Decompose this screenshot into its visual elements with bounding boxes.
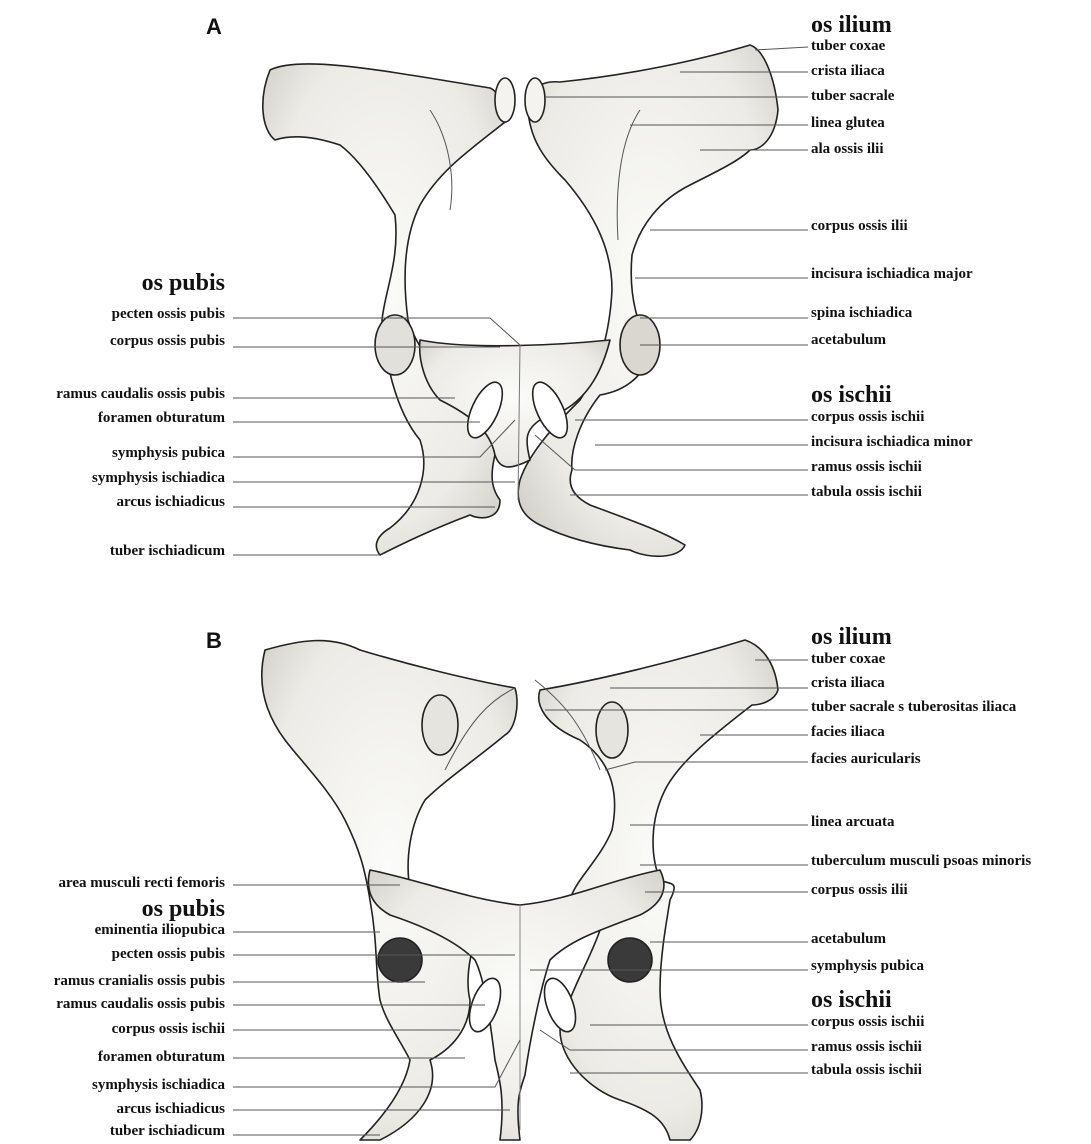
label-b-facies-auricularis: facies auricularis bbox=[811, 751, 921, 768]
label-a-ramus-ossis-ischii: ramus ossis ischii bbox=[811, 459, 922, 476]
panel-a-left-tuber-sacrale bbox=[495, 78, 515, 122]
label-a-tuber-coxae: tuber coxae bbox=[811, 38, 885, 55]
label-b-corpus-ossis-ischii: corpus ossis ischii bbox=[811, 1014, 924, 1031]
label-a-tuber-ischiadicum: tuber ischiadicum bbox=[110, 543, 225, 560]
label-a-arcus-ischiadicus: arcus ischiadicus bbox=[117, 494, 226, 511]
label-a-symphysis-ischiadica: symphysis ischiadica bbox=[92, 470, 225, 487]
label-a-incisura-major: incisura ischiadica major bbox=[811, 266, 973, 283]
label-b-area-recti-femoris: area musculi recti femoris bbox=[59, 875, 225, 892]
label-a-ramus-caudalis: ramus caudalis ossis pubis bbox=[56, 386, 225, 403]
label-a-tabula-ossis-ischii: tabula ossis ischii bbox=[811, 484, 922, 501]
label-b-corpus-ossis-ilii: corpus ossis ilii bbox=[811, 882, 908, 899]
label-b-tuber-sacrale: tuber sacrale s tuberositas iliaca bbox=[811, 699, 1016, 716]
label-b-acetabulum: acetabulum bbox=[811, 931, 886, 948]
label-b-symphysis-ischiadica: symphysis ischiadica bbox=[92, 1077, 225, 1094]
label-a-corpus-ossis-pubis: corpus ossis pubis bbox=[110, 333, 225, 350]
label-a-foramen-obturatum: foramen obturatum bbox=[98, 410, 225, 427]
label-a-pecten-ossis-pubis: pecten ossis pubis bbox=[112, 306, 225, 323]
label-b-eminentia-iliopubica: eminentia iliopubica bbox=[95, 922, 225, 939]
panel-a-right-tuber-sacrale bbox=[525, 78, 545, 122]
panel-a-left-hipbone bbox=[263, 64, 505, 555]
panel-b-right-acetabulum bbox=[608, 938, 652, 982]
label-b-tuber-coxae: tuber coxae bbox=[811, 651, 885, 668]
label-a-linea-glutea: linea glutea bbox=[811, 115, 885, 132]
label-a-os-pubis: os pubis bbox=[142, 270, 225, 296]
label-b-tabula-ossis-ischii: tabula ossis ischii bbox=[811, 1062, 922, 1079]
label-a-crista-iliaca: crista iliaca bbox=[811, 63, 885, 80]
label-b-corpus-ossis-ischii: corpus ossis ischii bbox=[112, 1021, 225, 1038]
label-b-ramus-ossis-ischii: ramus ossis ischii bbox=[811, 1039, 922, 1056]
label-b-symphysis-pubica: symphysis pubica bbox=[811, 958, 924, 975]
label-b-pecten-ossis-pubis: pecten ossis pubis bbox=[112, 946, 225, 963]
label-b-os-ischii: os ischii bbox=[811, 987, 892, 1013]
label-b-linea-arcuata: linea arcuata bbox=[811, 814, 894, 831]
label-a-os-ilium: os ilium bbox=[811, 12, 892, 38]
label-b-crista-iliaca: crista iliaca bbox=[811, 675, 885, 692]
label-a-ala-ossis-ilii: ala ossis ilii bbox=[811, 141, 884, 158]
label-b-arcus-ischiadicus: arcus ischiadicus bbox=[117, 1101, 226, 1118]
label-b-ramus-cranialis: ramus cranialis ossis pubis bbox=[54, 973, 225, 990]
label-a-os-ischii: os ischii bbox=[811, 382, 892, 408]
label-b-foramen-obturatum: foramen obturatum bbox=[98, 1049, 225, 1066]
panel-a-left-acetabulum bbox=[375, 315, 415, 375]
label-b-tuberculum-psoas: tuberculum musculi psoas minoris bbox=[811, 853, 1031, 870]
label-a-acetabulum: acetabulum bbox=[811, 332, 886, 349]
panel-a-pelvis bbox=[263, 45, 778, 556]
label-a-corpus-ossis-ischii: corpus ossis ischii bbox=[811, 409, 924, 426]
panel-a-right-hipbone bbox=[518, 45, 778, 556]
panel-b-left-acetabulum bbox=[378, 938, 422, 982]
label-b-tuber-ischiadicum: tuber ischiadicum bbox=[110, 1123, 225, 1140]
label-b-os-pubis: os pubis bbox=[142, 896, 225, 922]
panel-b-left-auricular bbox=[422, 695, 458, 755]
label-a-spina-ischiadica: spina ischiadica bbox=[811, 305, 912, 322]
label-b-facies-iliaca: facies iliaca bbox=[811, 724, 885, 741]
label-a-symphysis-pubica: symphysis pubica bbox=[112, 445, 225, 462]
label-a-incisura-minor: incisura ischiadica minor bbox=[811, 434, 973, 451]
label-b-ramus-caudalis: ramus caudalis ossis pubis bbox=[56, 996, 225, 1013]
label-b-os-ilium: os ilium bbox=[811, 624, 892, 650]
label-a-corpus-ossis-ilii: corpus ossis ilii bbox=[811, 218, 908, 235]
label-a-tuber-sacrale: tuber sacrale bbox=[811, 88, 894, 105]
